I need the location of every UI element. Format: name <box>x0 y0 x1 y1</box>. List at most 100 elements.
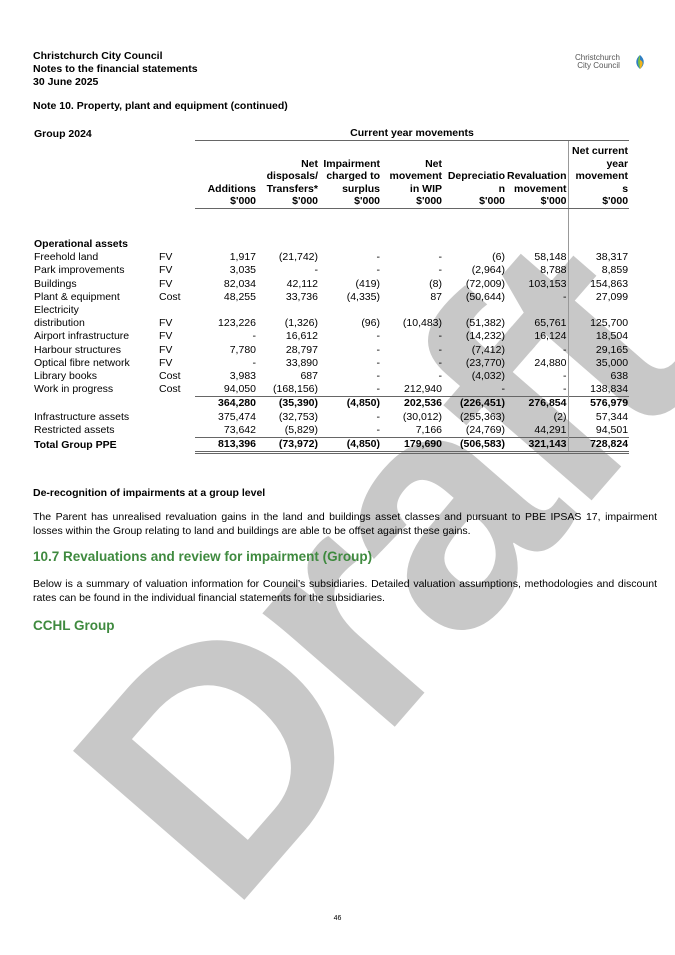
valuation-basis: FV <box>159 343 173 356</box>
cell-value: (8) <box>429 277 442 290</box>
cell-value: - <box>438 356 443 369</box>
cell-value: 28,797 <box>285 343 318 356</box>
column-header-line: Net movement <box>389 157 442 183</box>
span-header: Current year movements <box>195 127 630 141</box>
cell-value: 1,917 <box>229 251 256 264</box>
column-header-line: $'000 <box>540 195 567 207</box>
valuation-basis: FV <box>159 317 173 330</box>
cell-value: 375,474 <box>218 410 256 423</box>
cell-value: (35,390) <box>257 396 319 411</box>
cell-value: - <box>438 251 443 264</box>
cell-value: 58,148 <box>534 251 567 264</box>
derecognition-title: De-recognition of impairments at a group… <box>33 487 266 499</box>
cell-value: (1,326) <box>284 317 318 330</box>
cell-value: (6) <box>492 251 505 264</box>
cell-value: 48,255 <box>223 290 256 303</box>
cell-value: 38,317 <box>567 251 630 265</box>
org-name: Christchurch City Council <box>33 50 163 62</box>
valuation-basis <box>158 438 195 453</box>
column-header: Additions$'000 <box>195 140 257 209</box>
cell-value: 576,979 <box>567 396 630 411</box>
cell-value: - <box>563 290 567 303</box>
row-label: Total Group PPE <box>34 438 117 451</box>
cell-value: 35,000 <box>567 356 630 371</box>
cell-value: 29,165 <box>567 343 630 357</box>
cell-value <box>381 304 443 317</box>
row-label: Optical fibre network <box>34 356 130 369</box>
row-label: Buildings <box>34 277 77 290</box>
row-label: Harbour structures <box>34 343 121 356</box>
logo-line1: Christchurch <box>575 53 620 62</box>
cell-value: (7,412) <box>471 343 505 356</box>
cell-value <box>567 304 630 318</box>
subtotal-row: 364,280(35,390)(4,850)202,536(226,451)27… <box>33 396 630 411</box>
row-label: Airport infrastructure <box>34 330 130 343</box>
cell-value: 3,983 <box>229 370 256 383</box>
cell-value: 24,880 <box>534 356 567 369</box>
cell-value: - <box>376 264 381 277</box>
page-number: 46 <box>333 915 342 922</box>
cell-value: (14,232) <box>465 330 505 343</box>
header-date: 30 June 2025 <box>33 76 99 88</box>
row-label: Plant & equipment <box>34 290 120 303</box>
cell-value: - <box>563 370 567 383</box>
cell-value: 123,226 <box>218 317 256 330</box>
row-label: distribution <box>34 317 85 330</box>
cell-value: (4,032) <box>471 370 505 383</box>
cell-value: 687 <box>300 370 318 383</box>
column-header-line: movement <box>575 170 629 182</box>
column-header-line: s <box>622 182 629 195</box>
section-10-7-text: Below is a summary of valuation informat… <box>33 578 657 604</box>
cell-value: (4,335) <box>346 290 380 303</box>
column-header-line: $'000 <box>416 195 442 207</box>
cell-value: (10,483) <box>402 317 442 330</box>
cell-value: (23,770) <box>465 356 505 369</box>
cell-value: 65,761 <box>534 317 567 330</box>
valuation-basis <box>158 424 195 437</box>
valuation-basis <box>158 397 195 411</box>
cell-value: 33,736 <box>285 290 318 303</box>
valuation-basis: Cost <box>159 370 181 383</box>
cell-value: 3,035 <box>229 264 256 277</box>
cell-value: 728,824 <box>567 437 630 455</box>
cell-value: 638 <box>567 370 630 384</box>
cell-value: 8,788 <box>540 264 567 277</box>
column-header-line: $'000 <box>354 195 380 207</box>
cell-value: 57,344 <box>567 410 630 424</box>
cell-value: (51,382) <box>465 317 505 330</box>
header-subtitle: Notes to the financial statements <box>33 63 198 75</box>
column-header-line: Depreciatio <box>447 170 505 182</box>
cell-value: (4,850) <box>319 396 381 411</box>
cell-value: (2) <box>553 410 567 423</box>
cell-value: 103,153 <box>528 277 567 290</box>
cell-value: 813,396 <box>195 437 257 455</box>
row-label: Infrastructure assets <box>34 410 130 423</box>
cell-value: (5,829) <box>284 423 318 436</box>
cell-value: - <box>438 264 443 277</box>
row-label: Freehold land <box>34 251 99 264</box>
valuation-basis: Cost <box>159 290 181 303</box>
cell-value: - <box>563 383 567 396</box>
cell-value: - <box>376 356 381 369</box>
column-header-line: Additions <box>207 182 256 195</box>
cell-value: 16,124 <box>534 330 567 343</box>
cell-value: (73,972) <box>257 437 319 455</box>
column-header-line: Net current year <box>572 145 629 170</box>
note-title: Note 10. Property, plant and equipment (… <box>33 100 288 112</box>
cell-value: (2,964) <box>471 264 505 277</box>
column-header: Net disposals/Transfers*$'000 <box>257 140 319 209</box>
cell-value <box>443 304 506 317</box>
column-header-line: Impairment charged to <box>323 157 380 183</box>
row-label: Electricity <box>34 304 79 317</box>
